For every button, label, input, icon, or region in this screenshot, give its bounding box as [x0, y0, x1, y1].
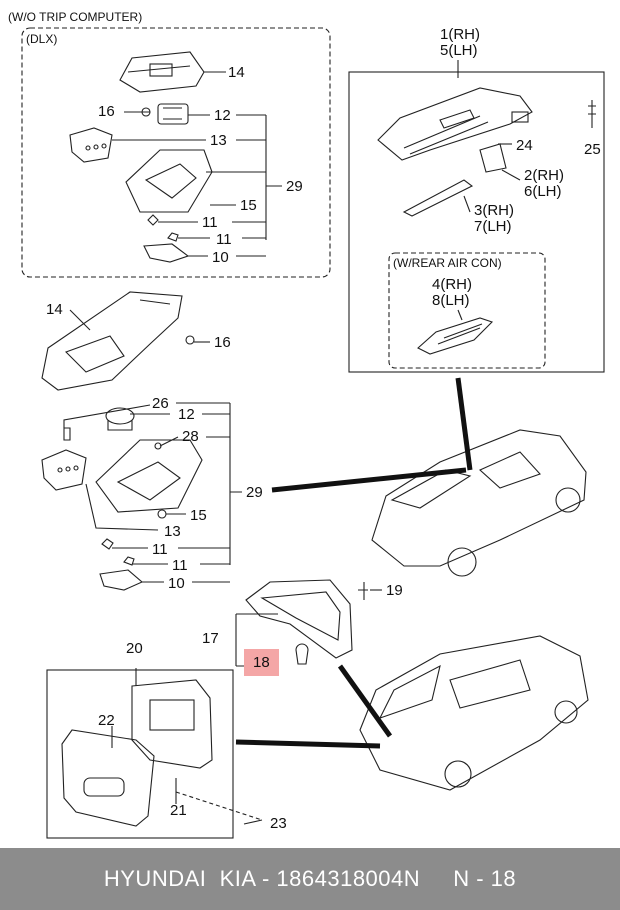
screw-19: [358, 582, 368, 600]
callout-15b: 15: [190, 507, 207, 524]
locator-line-stop-lamp: [337, 664, 393, 738]
callout-11a: 11: [202, 214, 218, 231]
callout-14a: 14: [228, 64, 245, 81]
callout-18-highlighted: 18: [244, 649, 279, 676]
callout-12b: 12: [178, 406, 195, 423]
bulb-2-6: [479, 143, 507, 173]
callout-7-lh: 7(LH): [474, 218, 512, 235]
callout-29b: 29: [246, 484, 263, 501]
callout-21: 21: [170, 802, 187, 819]
lens-10a: [143, 243, 190, 263]
callout-3-rh: 3(RH): [474, 202, 514, 219]
callout-4-rh: 4(RH): [432, 276, 472, 293]
frame-rear-air-con: [388, 252, 546, 369]
callout-17: 17: [202, 630, 219, 647]
room-lamp-lens: [61, 729, 155, 827]
callout-10b: 10: [168, 575, 185, 592]
switch-12b: [105, 407, 135, 431]
callout-13b: 13: [164, 523, 181, 540]
van-front-view: [371, 429, 587, 577]
screw-25: [588, 100, 596, 128]
callout-26: 26: [152, 395, 169, 412]
footer-text: HYUNDAI KIA - 1864318004N N - 18: [103, 866, 517, 891]
callout-14b: 14: [46, 301, 63, 318]
lens-3-7: [402, 179, 474, 217]
switch-13b: [41, 449, 87, 491]
high-mount-stop-lamp: [245, 579, 353, 659]
callout-2-rh: 2(RH): [524, 167, 564, 184]
switch-12a: [157, 103, 189, 125]
bulb-11d: [123, 556, 135, 566]
callout-25: 25: [584, 141, 601, 158]
callout-16b: 16: [214, 334, 231, 351]
sunvisor-lamp-assembly: [377, 87, 533, 161]
clip-26: [63, 427, 71, 441]
section-wo-trip-computer: (W/O TRIP COMPUTER): [8, 10, 143, 24]
callout-11c: 11: [152, 541, 168, 558]
callout-19: 19: [386, 582, 403, 599]
locator-line-sunvisor: [455, 377, 473, 471]
callout-24: 24: [516, 137, 533, 154]
callout-23: 23: [270, 815, 287, 832]
lens-10b: [99, 569, 144, 591]
locator-line-console: [271, 467, 467, 493]
screw-16b: [185, 335, 195, 345]
van-rear-view: [359, 635, 589, 791]
callout-20: 20: [126, 640, 143, 657]
lamp-housing-29a: [125, 149, 213, 213]
callout-16a: 16: [98, 103, 115, 120]
callout-6-lh: 6(LH): [524, 183, 562, 200]
screw-15b: [157, 509, 167, 519]
callout-8-lh: 8(LH): [432, 292, 470, 309]
callout-5-lh: 5(LH): [440, 42, 478, 59]
air-vent-4-8: [417, 317, 494, 355]
screw-23: [243, 819, 263, 825]
bulb-11b: [167, 232, 179, 242]
section-dlx: (DLX): [26, 32, 58, 46]
bulb-11a: [147, 214, 159, 226]
callout-29a: 29: [286, 178, 303, 195]
frame-sunvisor-lamp: [348, 71, 605, 373]
overhead-console-top: [119, 51, 205, 93]
frame-room-lamp: [46, 669, 234, 839]
callout-13a: 13: [210, 132, 227, 149]
callout-10a: 10: [212, 249, 229, 266]
lamp-housing-29b: [95, 439, 203, 513]
overhead-console-mid: [41, 291, 183, 391]
switch-13a: [69, 127, 113, 163]
callout-11b: 11: [216, 231, 232, 248]
locator-line-room-lamp: [235, 739, 381, 749]
callout-28: 28: [182, 428, 199, 445]
callout-12a: 12: [214, 107, 231, 124]
callout-11d: 11: [172, 557, 188, 574]
part-number-footer: HYUNDAI KIA - 1864318004N N - 18: [0, 848, 620, 910]
callout-15a: 15: [240, 197, 257, 214]
bulb-18: [295, 643, 309, 665]
callout-22: 22: [98, 712, 115, 729]
callout-1-rh: 1(RH): [440, 26, 480, 43]
parts-diagram: (W/O TRIP COMPUTER) (DLX) (W/REAR AIR CO…: [8, 10, 605, 839]
bulb-11c: [101, 538, 114, 550]
frame-wo-trip-computer: [21, 27, 331, 278]
section-w-rear-air-con: (W/REAR AIR CON): [393, 256, 502, 270]
room-lamp-housing: [131, 679, 213, 769]
diagram-drawing: [21, 27, 605, 839]
